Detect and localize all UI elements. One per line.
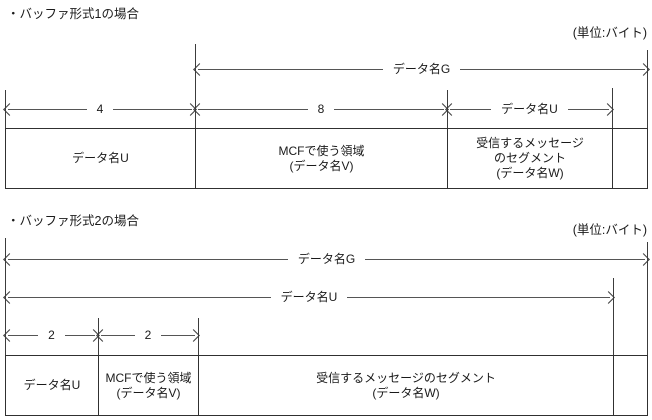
arrow-length-2a: 2 bbox=[3, 327, 100, 343]
arrow-label: データ名G bbox=[392, 62, 451, 76]
cell-mcf-area: MCFで使う領域 (データ名V) bbox=[99, 356, 199, 415]
arrowhead-right-icon bbox=[602, 290, 615, 304]
boundary-line bbox=[447, 90, 448, 128]
arrow-label: 2 bbox=[48, 328, 55, 342]
arrow-label: 4 bbox=[96, 102, 104, 116]
boundary-line bbox=[5, 238, 6, 355]
unit-note: (単位:バイト) bbox=[572, 223, 647, 237]
buffer-box: データ名U MCFで使う領域 (データ名V) 受信するメッセージ のセグメント … bbox=[5, 128, 648, 189]
arrow-label: データ名G bbox=[297, 252, 356, 266]
cell-message-segment: 受信するメッセージ のセグメント (データ名W) bbox=[448, 129, 613, 188]
cell-data-name-u: データ名U bbox=[6, 129, 196, 188]
cell-message-segment: 受信するメッセージのセグメント (データ名W) bbox=[199, 356, 614, 415]
section-title: ・バッファ形式2の場合 bbox=[7, 214, 139, 228]
arrowhead-left-icon bbox=[3, 328, 16, 342]
boundary-line bbox=[613, 278, 614, 355]
arrow-data-g: データ名G bbox=[3, 251, 650, 267]
boundary-line bbox=[647, 50, 648, 128]
arrow-label: データ名U bbox=[501, 102, 558, 116]
unit-note: (単位:バイト) bbox=[572, 26, 647, 40]
arrowhead-right-icon bbox=[187, 328, 200, 342]
arrow-length-8: 8 bbox=[193, 101, 449, 117]
cell-padding bbox=[614, 356, 647, 415]
arrow-length-4: 4 bbox=[3, 101, 197, 117]
arrow-label: 8 bbox=[317, 102, 325, 116]
arrow-length-2b: 2 bbox=[96, 327, 200, 343]
boundary-line bbox=[195, 44, 196, 128]
arrow-label: データ名U bbox=[280, 290, 338, 304]
cell-mcf-area: MCFで使う領域 (データ名V) bbox=[196, 129, 448, 188]
boundary-line bbox=[612, 88, 613, 128]
boundary-line bbox=[5, 90, 6, 128]
boundary-line bbox=[647, 242, 648, 355]
arrowhead-right-icon bbox=[637, 252, 650, 266]
arrowhead-left-icon bbox=[3, 290, 16, 304]
arrow-data-u: データ名U bbox=[445, 101, 614, 117]
arrow-data-g: データ名G bbox=[193, 61, 650, 77]
arrowhead-left-icon bbox=[3, 252, 16, 266]
section-title: ・バッファ形式1の場合 bbox=[7, 7, 139, 21]
arrow-label: 2 bbox=[144, 328, 152, 342]
arrow-data-u: データ名U bbox=[3, 289, 615, 305]
boundary-line bbox=[198, 318, 199, 355]
buffer-box: データ名U MCFで使う領域 (データ名V) 受信するメッセージのセグメント (… bbox=[5, 355, 648, 416]
arrowhead-left-icon bbox=[96, 328, 109, 342]
boundary-line bbox=[98, 318, 99, 355]
cell-data-name-u: データ名U bbox=[6, 356, 99, 415]
